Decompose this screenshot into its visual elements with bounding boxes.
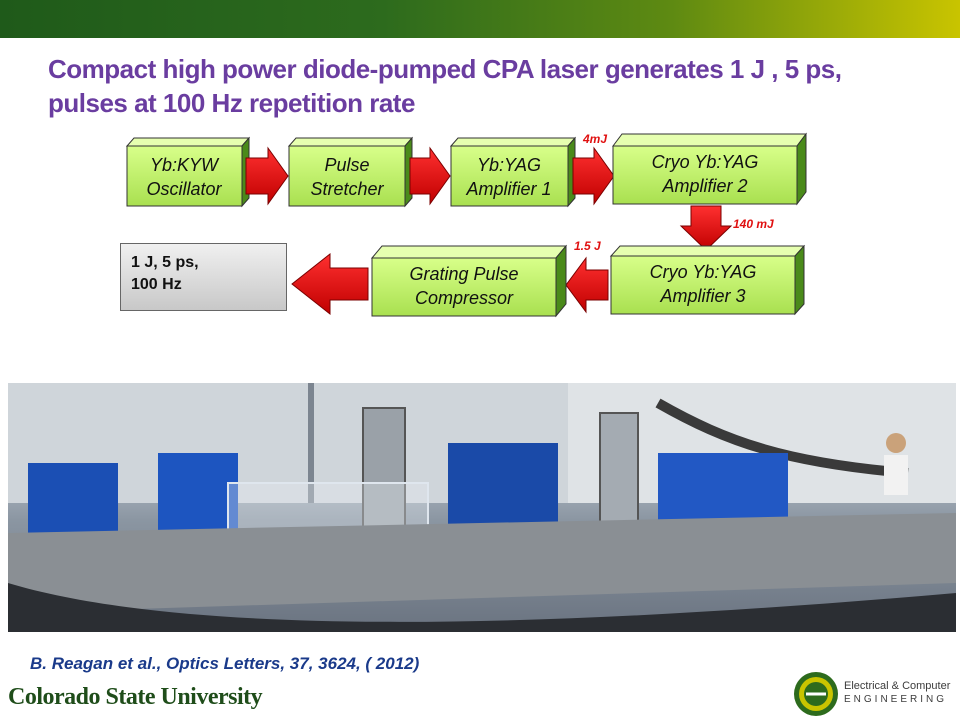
output-line-1: 1 J, 5 ps, [131,254,199,271]
lab-setup-photo [8,383,956,632]
header-bar [0,0,960,38]
flow-arrow-down [679,205,733,251]
flow-arrow-left-2 [291,252,369,316]
energy-label-1-5j: 1.5 J [574,239,601,253]
flow-arrow-1 [245,146,289,206]
stretcher-box: Pulse Stretcher [287,136,414,208]
compressor-label-2: Compressor [415,288,514,308]
oscillator-box: Yb:KYW Oscillator [125,136,251,208]
flow-arrow-3 [572,146,615,206]
amplifier-1-label-1: Yb:YAG [477,155,541,175]
citation: B. Reagan et al., Optics Letters, 37, 36… [30,654,420,673]
oscillator-label-1: Yb:KYW [150,155,220,175]
compressor-box: Grating Pulse Compressor [370,244,568,318]
compressor-label-1: Grating Pulse [409,264,518,284]
ece-logo: Electrical & Computer ENGINEERING [792,670,952,718]
amplifier-1-label-2: Amplifier 1 [465,179,551,199]
flow-arrow-left-1 [565,256,609,314]
energy-label-4mj: 4mJ [582,132,607,146]
ece-emblem-icon [794,672,838,716]
csu-logo: Colorado State University [8,684,263,710]
ece-logo-line-1: Electrical & Computer [844,680,951,692]
slide-title: Compact high power diode-pumped CPA lase… [48,54,842,118]
output-specs-box: 1 J, 5 ps, 100 Hz [120,243,287,311]
flow-arrow-2 [409,146,451,206]
energy-label-140mj: 140 mJ [733,217,774,231]
amplifier-1-box: Yb:YAG Amplifier 1 [449,136,577,208]
amplifier-3-box: Cryo Yb:YAG Amplifier 3 [609,244,806,316]
laser-system-diagram: Yb:KYW Oscillator Pulse Stretcher Yb:YAG… [125,132,807,318]
lab-photo-drawing [8,383,956,632]
amplifier-2-label-2: Amplifier 2 [661,176,747,196]
amplifier-2-box: Cryo Yb:YAG Amplifier 2 [612,132,807,206]
amplifier-2-label-1: Cryo Yb:YAG [652,152,759,172]
amplifier-3-label-2: Amplifier 3 [659,286,745,306]
amplifier-3-label-1: Cryo Yb:YAG [650,262,757,282]
stretcher-label-2: Stretcher [310,179,384,199]
ece-logo-text: Electrical & Computer ENGINEERING [844,680,950,706]
stretcher-label-1: Pulse [324,155,369,175]
ece-logo-line-2: ENGINEERING [844,694,948,705]
oscillator-label-2: Oscillator [146,179,222,199]
output-line-2: 100 Hz [131,276,182,293]
